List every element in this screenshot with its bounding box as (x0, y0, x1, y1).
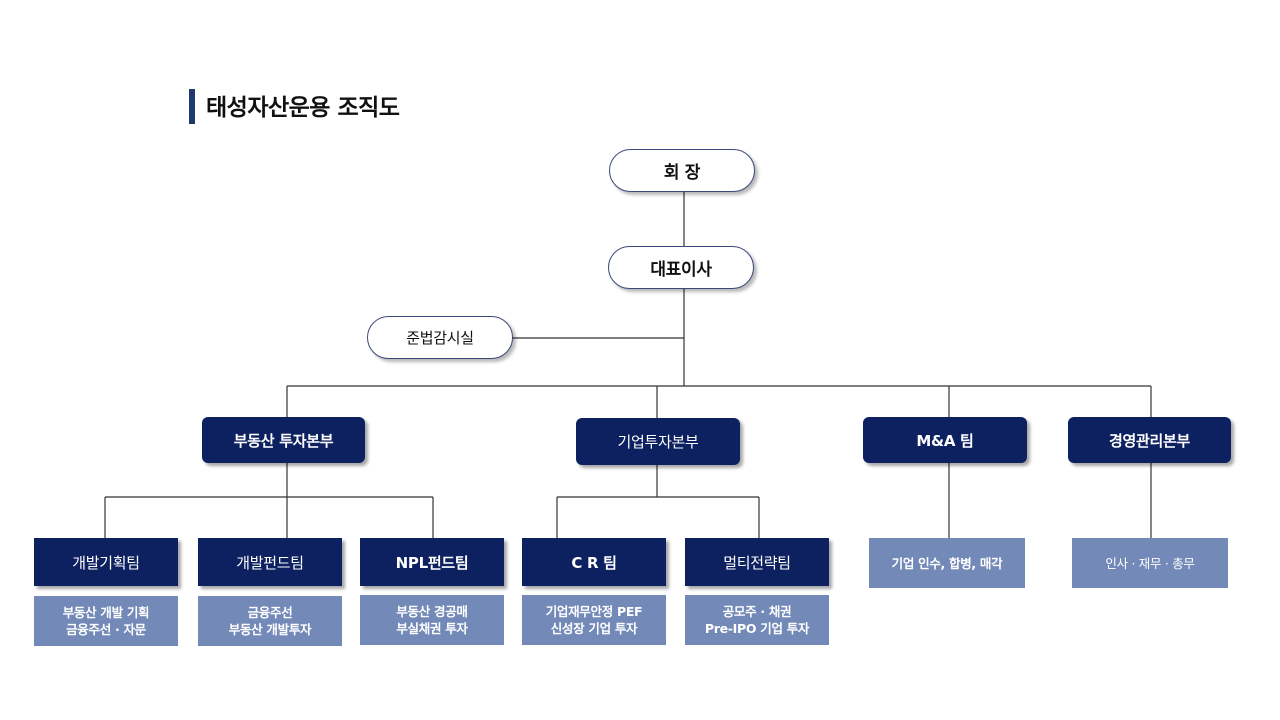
node-ceo: 대표이사 (608, 246, 754, 289)
desc-line: 부동산 개발 기획 (62, 605, 150, 620)
desc-line: 인사 · 재무 · 총무 (1105, 555, 1195, 571)
desc-dev-fund: 금융주선 부동산 개발투자 (198, 596, 342, 646)
desc-cr: 기업재무안정 PEF 신성장 기업 투자 (522, 595, 666, 645)
desc-line: 기업재무안정 PEF (545, 604, 643, 619)
desc-line: 금융주선 · 자문 (66, 622, 146, 637)
node-chairman: 회 장 (609, 149, 755, 192)
desc-line: 금융주선 (247, 605, 293, 620)
desc-dev-planning: 부동산 개발 기획 금융주선 · 자문 (34, 596, 178, 646)
team-multi-strategy: 멀티전략팀 (685, 538, 829, 586)
desc-multi-strategy: 공모주 · 채권 Pre-IPO 기업 투자 (685, 595, 829, 645)
division-management: 경영관리본부 (1068, 417, 1231, 463)
desc-line: 부동산 개발투자 (228, 622, 312, 637)
page-title: 태성자산운용 조직도 (206, 95, 400, 121)
team-dev-planning: 개발기획팀 (34, 538, 178, 586)
desc-line: 기업 인수, 합병, 매각 (891, 555, 1003, 571)
division-corporate: 기업투자본부 (576, 418, 740, 465)
node-compliance: 준법감시실 (367, 316, 513, 359)
division-mna: M&A 팀 (863, 417, 1027, 463)
team-cr: C R 팀 (522, 538, 666, 586)
desc-line: 공모주 · 채권 (722, 604, 792, 619)
desc-management: 인사 · 재무 · 총무 (1072, 538, 1228, 588)
team-npl-fund: NPL펀드팀 (360, 538, 504, 586)
desc-line: Pre-IPO 기업 투자 (704, 621, 810, 636)
desc-npl-fund: 부동산 경공매 부실채권 투자 (360, 595, 504, 645)
division-realestate: 부동산 투자본부 (202, 417, 365, 463)
desc-line: 부동산 경공매 (396, 604, 468, 619)
desc-line: 부실채권 투자 (396, 621, 468, 636)
team-dev-fund: 개발펀드팀 (198, 538, 342, 586)
desc-mna: 기업 인수, 합병, 매각 (869, 538, 1025, 588)
desc-line: 신성장 기업 투자 (550, 621, 638, 636)
title-accent-bar (189, 89, 195, 124)
